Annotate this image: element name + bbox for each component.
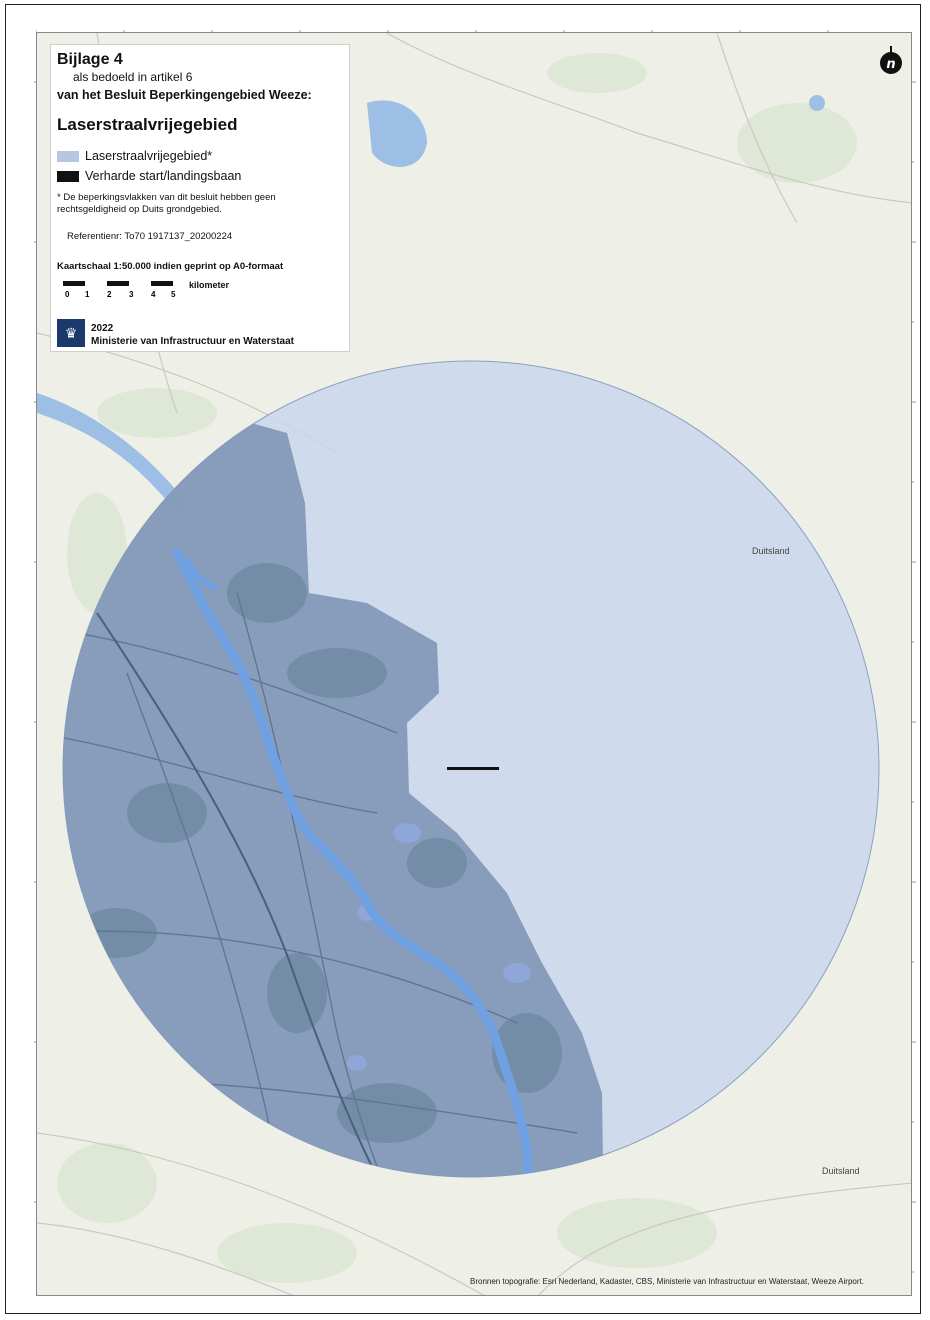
ministry-logo-icon: ♛ [57,319,85,347]
scale-bar: 0 1 2 3 4 5 [63,281,176,299]
legend-item-runway: Verharde start/landingsbaan [57,169,241,183]
legend-item-label: Verharde start/landingsbaan [85,169,242,183]
scale-tick-label: 5 [171,290,176,299]
scale-tick-label: 2 [107,290,112,299]
legend-subtitle-2: van het Besluit Beperkingengebied Weeze: [57,88,312,102]
runway[interactable] [447,767,499,770]
map-legend: Bijlage 4 als bedoeld in artikel 6 van h… [50,44,350,352]
svg-text:n: n [886,57,895,72]
map-sources: Bronnen topografie: Esri Nederland, Kada… [470,1277,864,1286]
scale-tick-label: 0 [65,290,70,299]
laser-free-zone-netherlands[interactable] [37,363,603,1213]
legend-title: Bijlage 4 [57,51,123,68]
legend-reference: Referentienr: To70 1917137_20200224 [67,231,233,242]
map-svg[interactable] [37,33,912,1296]
legend-heading: Laserstraalvrijegebied [57,115,238,134]
legend-item-label: Laserstraalvrijegebied* [85,149,213,163]
legend-subtitle-1: als bedoeld in artikel 6 [73,70,193,84]
legend-scale-text: Kaartschaal 1:50.000 indien geprint op A… [57,261,284,272]
scale-tick-label: 3 [129,290,134,299]
legend-footnote: * De beperkingsvlakken van dit besluit h… [57,192,276,215]
runway-swatch [57,170,79,182]
laser-zone-swatch [57,150,79,162]
north-water [37,95,825,513]
legend-item-laser-zone: Laserstraalvrijegebied* [57,149,212,163]
label-duitsland-1: Duitsland [752,546,790,556]
scale-unit: kilometer [189,280,230,290]
legend-ministry: Ministerie van Infrastructuur en Waterst… [91,336,295,347]
legend-year: 2022 [91,323,114,334]
scale-tick-label: 1 [85,290,90,299]
north-arrow-icon: n [880,46,902,74]
map-canvas[interactable] [36,32,912,1296]
scale-tick-label: 4 [151,290,156,299]
label-duitsland-2: Duitsland [822,1166,860,1176]
